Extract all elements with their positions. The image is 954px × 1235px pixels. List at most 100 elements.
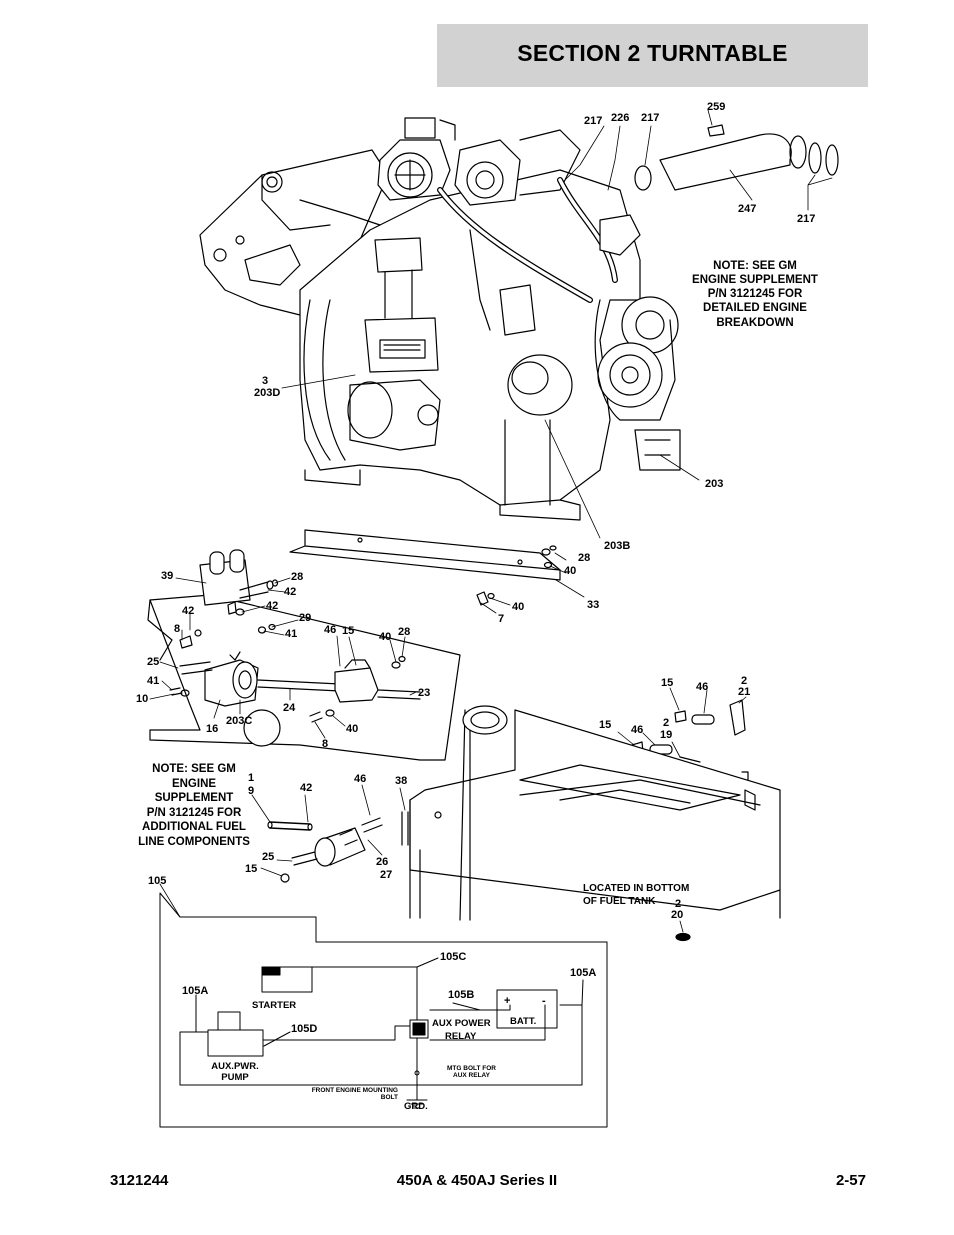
callout-25: 25 xyxy=(147,656,159,668)
callout-46: 46 xyxy=(631,724,643,736)
callout-41: 41 xyxy=(285,628,297,640)
bracket-assembly xyxy=(289,529,561,606)
battery-label: BATT. xyxy=(510,1016,536,1027)
callout-24: 24 xyxy=(283,702,296,714)
svg-text:OF FUEL TANK: OF FUEL TANK xyxy=(583,896,656,907)
callout-203c: 203C xyxy=(226,715,252,727)
svg-text:DETAILED ENGINE: DETAILED ENGINE xyxy=(703,302,807,314)
callout-16: 16 xyxy=(206,723,218,735)
callout-15: 15 xyxy=(599,719,611,731)
callout-105: 105 xyxy=(148,875,166,887)
callout-26: 26 xyxy=(376,856,388,868)
callout-203: 203 xyxy=(705,478,723,490)
callout-25: 25 xyxy=(262,851,274,863)
callout-42: 42 xyxy=(182,605,194,617)
callout-9: 9 xyxy=(248,785,254,797)
callout-8: 8 xyxy=(174,623,180,635)
callout-29: 29 xyxy=(299,612,311,624)
page-number: 2-57 xyxy=(835,1172,866,1189)
callout-39: 39 xyxy=(161,570,173,582)
svg-text:ADDITIONAL FUEL: ADDITIONAL FUEL xyxy=(142,821,246,833)
callout-15: 15 xyxy=(342,625,354,637)
section-header: SECTION 2 TURNTABLE xyxy=(437,24,868,87)
svg-text:RELAY: RELAY xyxy=(445,1031,477,1042)
callout-41: 41 xyxy=(147,675,159,687)
svg-text:ENGINE SUPPLEMENT: ENGINE SUPPLEMENT xyxy=(692,274,818,286)
svg-text:P/N 3121245 FOR: P/N 3121245 FOR xyxy=(147,807,242,819)
wiring-labels: STARTER AUX POWER RELAY BATT. + - AUX.PW… xyxy=(211,995,546,1112)
callout-217: 217 xyxy=(797,213,815,225)
callout-247: 247 xyxy=(738,203,756,215)
callout-2: 2 xyxy=(741,675,747,687)
callout-40: 40 xyxy=(564,565,576,577)
svg-text:AUX RELAY: AUX RELAY xyxy=(453,1072,491,1079)
callout-105d: 105D xyxy=(291,1023,317,1035)
svg-text:NOTE: SEE GM: NOTE: SEE GM xyxy=(152,763,236,775)
battery-minus: - xyxy=(542,995,546,1007)
callout-203b: 203B xyxy=(604,540,630,552)
callout-19: 19 xyxy=(660,729,672,741)
aux-pump-label: AUX.PWR. xyxy=(211,1061,259,1072)
callout-1: 1 xyxy=(248,772,254,784)
callout-217: 217 xyxy=(641,112,659,124)
callout-21: 21 xyxy=(738,686,750,698)
section-title: SECTION 2 TURNTABLE xyxy=(517,40,788,66)
callout-23: 23 xyxy=(418,687,430,699)
callout-40: 40 xyxy=(346,723,358,735)
callout-3: 3 xyxy=(262,375,268,387)
engine-assembly xyxy=(199,117,839,521)
callout-46: 46 xyxy=(354,773,366,785)
callout-105a: 105A xyxy=(182,985,208,997)
document-number: 3121244 xyxy=(110,1172,169,1189)
callout-28: 28 xyxy=(398,626,410,638)
callout-203d: 203D xyxy=(254,387,280,399)
svg-text:SUPPLEMENT: SUPPLEMENT xyxy=(155,792,234,804)
aux-power-relay-label: AUX POWER xyxy=(432,1018,491,1029)
callout-28: 28 xyxy=(291,571,303,583)
callout-217: 217 xyxy=(584,115,602,127)
callout-27: 27 xyxy=(380,869,392,881)
svg-text:NOTE: SEE GM: NOTE: SEE GM xyxy=(713,260,797,272)
battery-plus: + xyxy=(504,995,510,1007)
svg-text:ENGINE: ENGINE xyxy=(172,778,216,790)
callout-20: 20 xyxy=(671,909,683,921)
callout-42: 42 xyxy=(266,600,278,612)
fuel-line-note: NOTE: SEE GM ENGINE SUPPLEMENT P/N 31212… xyxy=(138,763,250,848)
callout-15: 15 xyxy=(245,863,257,875)
callout-259: 259 xyxy=(707,101,725,113)
callout-7: 7 xyxy=(498,613,504,625)
callout-2: 2 xyxy=(675,898,681,910)
svg-text:P/N 3121245 FOR: P/N 3121245 FOR xyxy=(708,288,803,300)
callout-105a: 105A xyxy=(570,967,596,979)
leader-lines xyxy=(149,109,833,933)
callout-105b: 105B xyxy=(448,989,474,1001)
svg-text:PUMP: PUMP xyxy=(221,1072,249,1083)
callout-2: 2 xyxy=(663,717,669,729)
fuel-tank xyxy=(409,705,781,921)
front-mount-label: FRONT ENGINE MOUNTING xyxy=(312,1087,398,1094)
callout-42: 42 xyxy=(300,782,312,794)
callout-40: 40 xyxy=(379,631,391,643)
callout-33: 33 xyxy=(587,599,599,611)
starter-label: STARTER xyxy=(252,1000,296,1011)
callout-46: 46 xyxy=(696,681,708,693)
svg-text:BREAKDOWN: BREAKDOWN xyxy=(716,317,793,329)
callout-226: 226 xyxy=(611,112,629,124)
callout-40: 40 xyxy=(512,601,524,613)
callout-10: 10 xyxy=(136,693,148,705)
callout-105c: 105C xyxy=(440,951,466,963)
mtg-bolt-label: MTG BOLT FOR xyxy=(447,1065,496,1072)
model-name: 450A & 450AJ Series II xyxy=(396,1172,558,1189)
tank-note: LOCATED IN BOTTOM OF FUEL TANK xyxy=(583,883,689,907)
callout-28: 28 xyxy=(578,552,590,564)
callout-38: 38 xyxy=(395,775,407,787)
fuel-valve-assembly xyxy=(147,549,461,761)
callout-8: 8 xyxy=(322,738,328,750)
callout-42: 42 xyxy=(284,586,296,598)
wiring-diagram xyxy=(159,892,608,1128)
ground-label: GRD. xyxy=(404,1101,428,1112)
svg-text:BOLT: BOLT xyxy=(381,1094,398,1101)
callout-15: 15 xyxy=(661,677,673,689)
engine-note: NOTE: SEE GM ENGINE SUPPLEMENT P/N 31212… xyxy=(692,260,818,329)
